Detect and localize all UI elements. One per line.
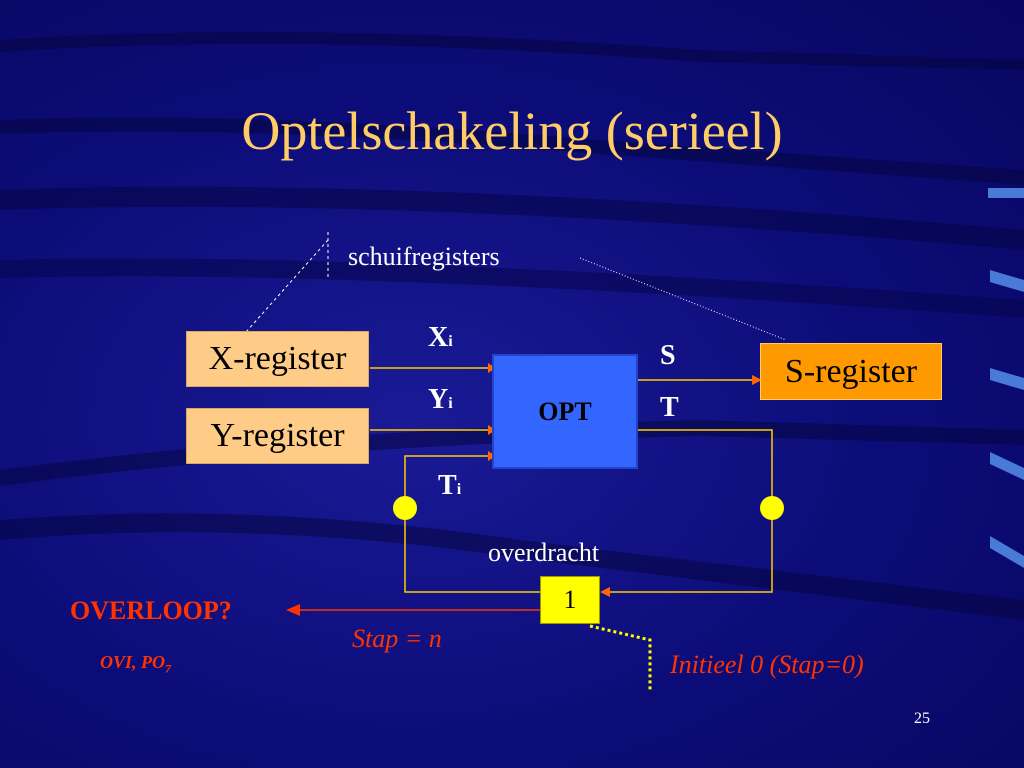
carry-flipflop: 1 (540, 576, 600, 624)
signal-ti: Ti (438, 470, 462, 501)
y-register-block: Y-register (186, 408, 369, 464)
carry-label: overdracht (488, 538, 600, 567)
x-register-label: X-register (208, 340, 347, 377)
s-register-block: S-register (760, 343, 942, 400)
slide-title: Optelschakeling (serieel) (241, 101, 783, 161)
signal-xi: Xi (428, 322, 453, 353)
s-register-label: S-register (784, 352, 918, 390)
register-callout-lines (245, 232, 787, 341)
overflow-label: OVERLOOP? (70, 596, 232, 625)
opt-block: OPT (492, 354, 638, 469)
junction-dot-left (393, 496, 417, 520)
step-label: Stap = n (352, 624, 442, 653)
signal-t: T (660, 392, 679, 423)
carry-value: 1 (563, 585, 577, 614)
opt-label: OPT (538, 396, 592, 426)
page-number: 25 (914, 710, 930, 727)
background-streaks (0, 32, 1024, 620)
overflow-arrow (286, 604, 540, 616)
edge-accents (988, 188, 1024, 568)
initial-note: Initieel 0 (Stap=0) (670, 650, 864, 679)
x-register-block: X-register (186, 331, 369, 387)
shift-registers-label: schuifregisters (348, 242, 500, 271)
initial-note-callout (589, 624, 652, 690)
signal-yi: Yi (428, 384, 453, 415)
y-register-label: Y-register (210, 417, 345, 454)
signal-s: S (660, 340, 676, 371)
junction-dot-right (760, 496, 784, 520)
flags-label: OVI, PO7 (100, 652, 172, 676)
